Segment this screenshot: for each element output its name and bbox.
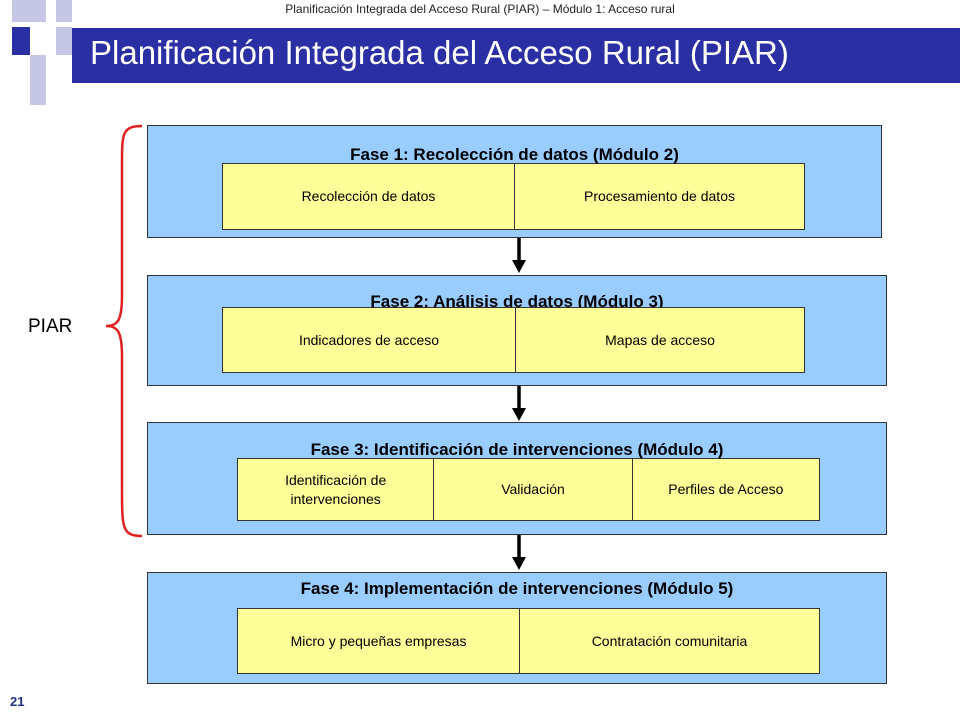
deco-square [12,0,30,22]
phase-1-items: Recolección de datos Procesamiento de da… [222,163,805,230]
phase-2-items: Indicadores de acceso Mapas de acceso [222,307,805,373]
deco-square [30,55,46,83]
phase-1-title: Fase 1: Recolección de datos (Módulo 2) [350,145,679,164]
phase-item: Mapas de acceso [515,308,804,372]
phase-2-title: Fase 2: Análisis de datos (Módulo 3) [370,292,664,311]
deco-square [56,0,72,22]
phase-item: Contratación comunitaria [519,609,819,673]
phase-item: Recolección de datos [301,188,436,205]
curly-bracket [105,124,143,538]
header-caption: Planificación Integrada del Acceso Rural… [285,2,675,16]
phase-item: Micro y pequeñas empresas [290,632,467,649]
arrow-down [512,386,526,421]
deco-square [12,27,30,55]
phase-3-title: Fase 3: Identificación de intervenciones… [310,440,724,459]
phase-4-title: Fase 4: Implementación de intervenciones… [300,579,734,598]
slide-title: Planificación Integrada del Acceso Rural… [90,34,789,71]
phase-3-items: Identificación de intervenciones Validac… [237,458,820,521]
phase-item: Perfiles de Acceso [631,459,819,520]
phase-item: Indicadores de acceso [298,331,440,348]
phase-item: Validación [433,459,631,520]
piar-label: PIAR [28,316,73,337]
deco-square [56,27,72,55]
title-bar [72,28,960,83]
phase-item: Procesamiento de datos [514,164,804,229]
phase-4-items: Micro y pequeñas empresas Contratación c… [237,608,820,674]
phase-item: Identificación de intervenciones [285,471,387,507]
deco-square [30,83,46,105]
deco-square [30,0,46,22]
page-number: 21 [10,694,25,709]
arrow-down [512,238,526,273]
arrow-down [512,535,526,570]
